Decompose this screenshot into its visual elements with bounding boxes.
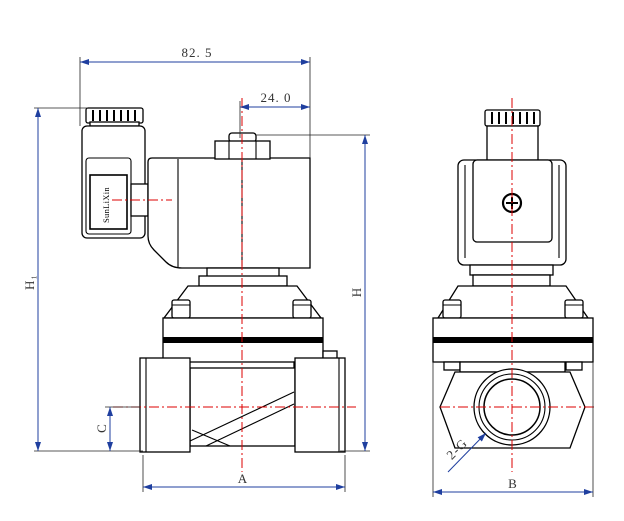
connector-cap-grooves bbox=[491, 112, 535, 124]
connector-label-box bbox=[89, 174, 128, 230]
flange-gasket bbox=[163, 337, 323, 343]
connector-side bbox=[457, 109, 567, 266]
connector-cap-grooves bbox=[92, 110, 136, 121]
bolt-head bbox=[442, 299, 462, 319]
flange-gasket bbox=[433, 337, 593, 343]
coil-front bbox=[147, 157, 311, 269]
connector-body bbox=[81, 125, 146, 239]
label-body-height: H bbox=[349, 287, 364, 297]
bolt-head bbox=[564, 299, 584, 319]
bonnet-collar bbox=[198, 275, 288, 287]
seat-line bbox=[205, 403, 295, 447]
label-body-length: A bbox=[238, 471, 248, 486]
side-view: B 2-G bbox=[432, 98, 596, 497]
leader-port-thread bbox=[447, 432, 487, 473]
seat-line bbox=[189, 391, 295, 442]
outlet-port bbox=[294, 357, 346, 453]
connector-front: SunLiXin bbox=[81, 107, 149, 239]
bolt-head bbox=[292, 299, 312, 319]
label-total-height: H₁ bbox=[22, 274, 37, 290]
bolt-head bbox=[171, 299, 191, 319]
label-body-width: B bbox=[508, 476, 518, 491]
bolt-end bbox=[565, 361, 583, 371]
seat-edge bbox=[191, 429, 231, 447]
front-view: SunLiXin bbox=[22, 45, 370, 492]
connector-brand-label: SunLiXin bbox=[101, 187, 111, 223]
label-port-height: C bbox=[94, 423, 109, 433]
coil-housing bbox=[147, 157, 311, 269]
label-overall-length: 82. 5 bbox=[182, 45, 213, 60]
label-coil-offset: 24. 0 bbox=[261, 90, 292, 105]
bolt-end bbox=[443, 361, 461, 371]
inlet-port bbox=[139, 357, 191, 453]
flange-side bbox=[432, 285, 594, 371]
